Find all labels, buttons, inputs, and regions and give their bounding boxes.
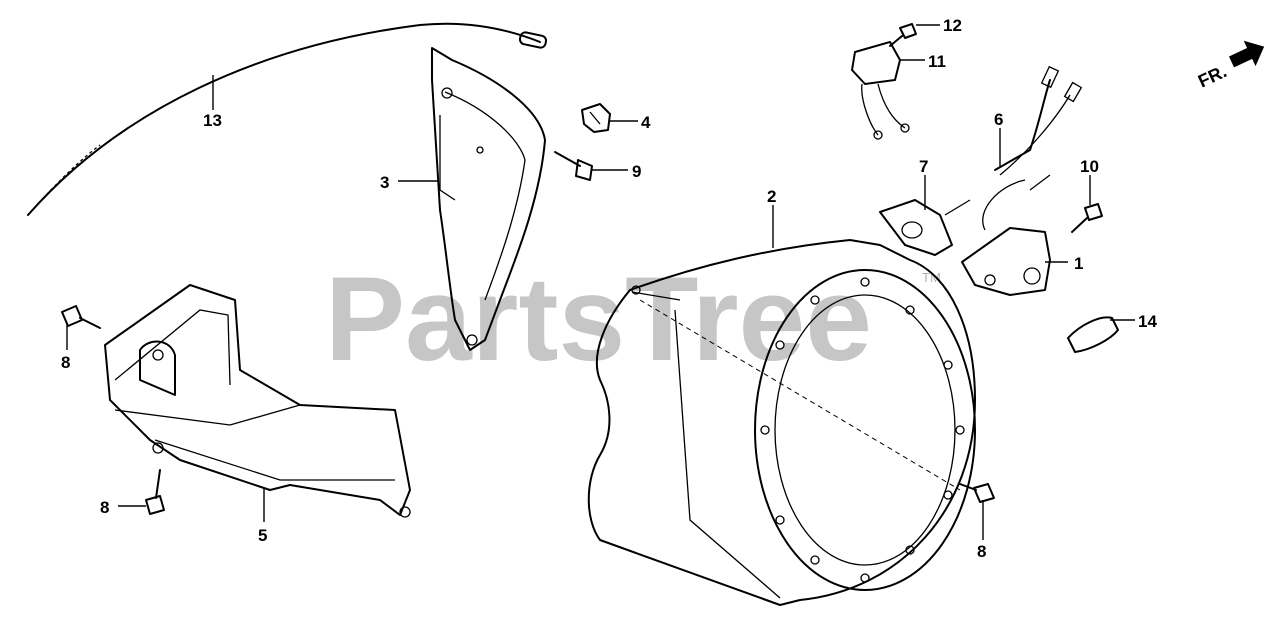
callout-9: 9 xyxy=(632,162,641,181)
part-13-cable xyxy=(27,22,548,216)
callout-7: 7 xyxy=(919,157,928,176)
callout-1: 1 xyxy=(1074,254,1083,273)
watermark-trademark: TM xyxy=(922,270,941,285)
part-2-fan-housing xyxy=(587,239,976,606)
part-8-bolt-upper-left xyxy=(61,305,101,329)
part-5-cover xyxy=(104,284,411,518)
callout-6: 6 xyxy=(994,110,1003,129)
part-4-clip xyxy=(581,103,611,133)
callout-3: 3 xyxy=(380,173,389,192)
callout-14: 14 xyxy=(1138,312,1157,331)
callout-10: 10 xyxy=(1080,157,1099,176)
part-1-module xyxy=(961,179,1051,296)
part-14-clip xyxy=(1067,316,1119,353)
front-label: FR. xyxy=(1195,61,1230,91)
part-6-wire-leads xyxy=(994,65,1083,191)
callout-2: 2 xyxy=(767,187,776,206)
callouts: 13 3 4 9 2 5 8 8 8 11 12 7 6 10 1 14 xyxy=(61,16,1157,561)
front-direction-indicator: FR. xyxy=(1195,40,1265,92)
part-10-bolt xyxy=(1071,203,1103,233)
watermark-text: PartsTree xyxy=(325,252,872,386)
front-arrow-icon xyxy=(1228,40,1265,68)
leader-lines xyxy=(66,24,1135,540)
part-8-bolt-right xyxy=(959,483,995,503)
part-11-bracket xyxy=(851,41,910,140)
callout-5: 5 xyxy=(258,526,267,545)
part-12-bolt xyxy=(889,23,917,47)
part-3-shroud xyxy=(431,47,546,351)
callout-12: 12 xyxy=(943,16,962,35)
part-7-connector xyxy=(879,199,971,256)
callout-8-upper-left: 8 xyxy=(61,353,70,372)
callout-8-right: 8 xyxy=(977,542,986,561)
part-9-bolt xyxy=(554,151,593,181)
callout-4: 4 xyxy=(641,113,651,132)
callout-8-lower-left: 8 xyxy=(100,498,109,517)
part-8-bolt-lower-left xyxy=(145,469,165,515)
callout-11: 11 xyxy=(928,52,946,71)
callout-13: 13 xyxy=(203,111,222,130)
